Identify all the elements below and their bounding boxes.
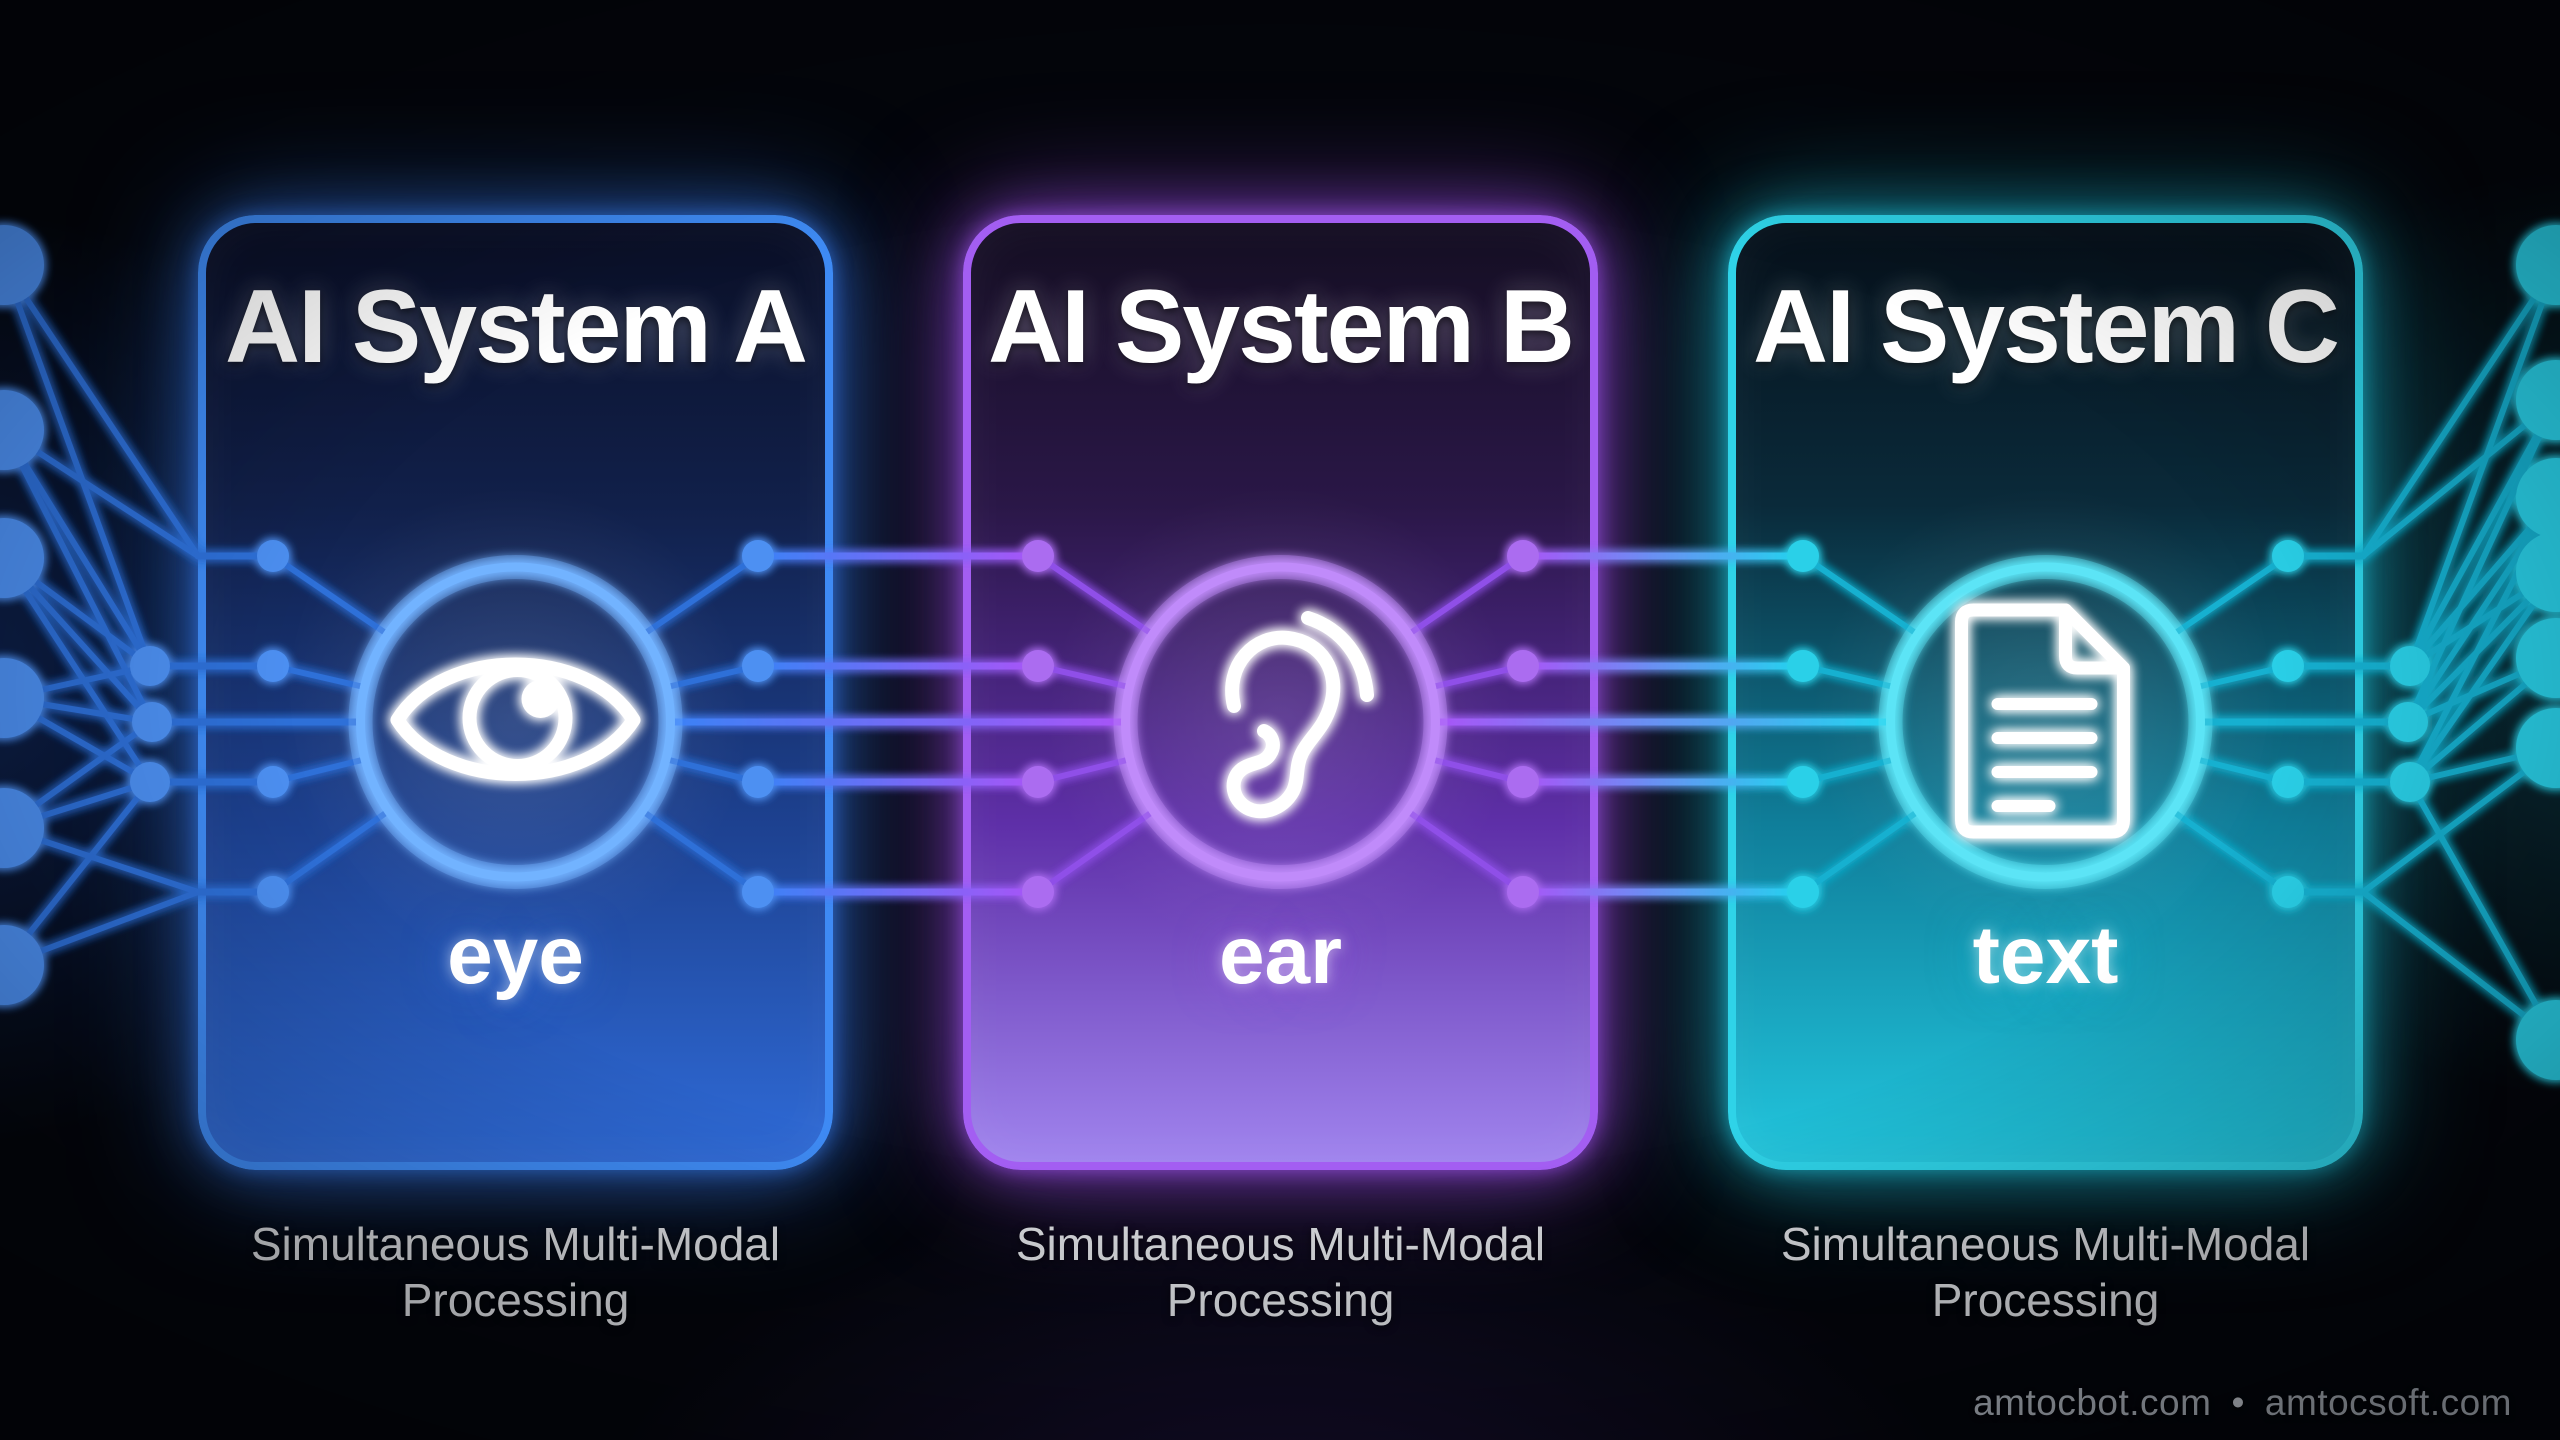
caption-card-c: Simultaneous Multi-Modal Processing: [1780, 1218, 2311, 1327]
caption-card-b: Simultaneous Multi-Modal Processing: [1015, 1218, 1546, 1327]
card-title: AI System A: [224, 269, 808, 385]
separator-dot: •: [2231, 1382, 2245, 1423]
site-link-amtocbot[interactable]: amtocbot.com: [1973, 1382, 2212, 1423]
watermark: amtocbot.com • amtocsoft.com: [1973, 1382, 2512, 1424]
card-ai-system-c: AI System C text: [1728, 215, 2363, 1170]
card-ai-system-b: AI System B ear: [963, 215, 1598, 1170]
modality-label: eye: [447, 910, 584, 1001]
card-title: AI System B: [988, 269, 1575, 385]
card-title: AI System C: [1753, 269, 2340, 385]
modality-label: text: [1972, 910, 2119, 1001]
card-ai-system-a: AI System A eye: [198, 215, 833, 1170]
caption-card-a: Simultaneous Multi-Modal Processing: [250, 1218, 781, 1327]
site-link-amtocsoft[interactable]: amtocsoft.com: [2264, 1382, 2512, 1423]
modality-label: ear: [1218, 910, 1343, 1001]
